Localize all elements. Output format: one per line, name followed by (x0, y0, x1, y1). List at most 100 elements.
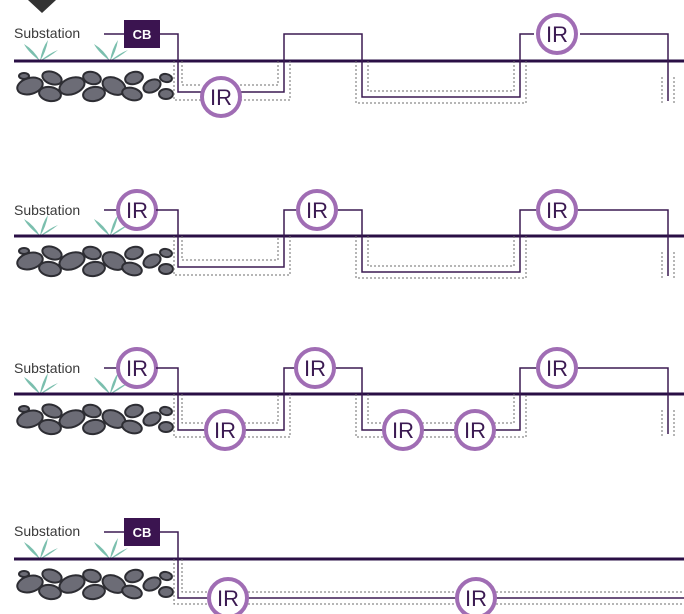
svg-text:IR: IR (464, 418, 486, 443)
grass-icon (94, 215, 128, 236)
cable-sheath (494, 394, 515, 424)
svg-text:IR: IR (217, 586, 239, 611)
panel-2: Substation IR IR IR (14, 189, 684, 279)
svg-text:IR: IR (546, 198, 568, 223)
stone-icon (124, 403, 144, 419)
stone-icon (124, 70, 144, 86)
cable-sheath (367, 394, 384, 424)
panel-3: Substation IR IR IR (14, 347, 684, 451)
grass-icon (94, 40, 128, 61)
stone-icon (121, 584, 143, 600)
stone-icon (18, 570, 30, 578)
stone-icon (82, 85, 106, 103)
cb-device[interactable]: CB (124, 20, 160, 48)
svg-text:IR: IR (546, 356, 568, 381)
cable-sheath (173, 559, 208, 605)
substation-label: Substation (14, 360, 80, 376)
stone-icon (82, 245, 102, 261)
stone-icon (58, 251, 86, 271)
feeder-line (334, 367, 384, 431)
ground-decoration (16, 373, 174, 436)
substation-label: Substation (14, 25, 80, 41)
stone-icon (82, 568, 102, 584)
stone-icon (142, 411, 162, 427)
svg-text:CB: CB (133, 525, 152, 540)
ir-device[interactable]: IR (455, 577, 497, 614)
stone-icon (159, 247, 173, 259)
ground-decoration (16, 538, 174, 601)
stone-icon (58, 574, 86, 594)
stone-icon (41, 245, 63, 261)
svg-text:IR: IR (392, 418, 414, 443)
cable-sheath (367, 61, 515, 92)
stone-icon (159, 72, 173, 84)
svg-text:CB: CB (133, 27, 152, 42)
substation-label: Substation (14, 202, 80, 218)
stone-icon (158, 421, 174, 433)
grass-icon (24, 373, 58, 394)
panel-4: Substation CB IR IR (14, 518, 684, 614)
ir-device[interactable]: IR (536, 189, 578, 231)
stone-icon (159, 405, 173, 417)
stone-icon (38, 85, 62, 103)
ir-device[interactable]: IR (116, 347, 158, 389)
feeder-line (156, 367, 206, 431)
ground-decoration (16, 40, 174, 103)
stone-icon (124, 568, 144, 584)
stone-icon (82, 260, 106, 278)
stone-icon (41, 568, 63, 584)
ir-device[interactable]: IR (116, 189, 158, 231)
cable-sheath (244, 394, 279, 424)
stone-icon (38, 418, 62, 436)
ir-device[interactable]: IR (382, 409, 424, 451)
ir-device[interactable]: IR (536, 347, 578, 389)
grass-icon (24, 215, 58, 236)
panel-1: Substation CB IR IR (14, 13, 684, 118)
stone-icon (159, 570, 173, 582)
svg-text:IR: IR (546, 22, 568, 47)
stone-icon (41, 403, 63, 419)
cable-sheath (173, 236, 291, 276)
stone-icon (158, 88, 174, 100)
stone-icon (18, 247, 30, 255)
svg-text:IR: IR (126, 356, 148, 381)
feeder-line (576, 367, 669, 434)
cable-sheath (367, 236, 515, 267)
stone-icon (82, 403, 102, 419)
feeder-line (160, 531, 208, 599)
ir-device[interactable]: IR (207, 577, 249, 614)
svg-text:IR: IR (306, 198, 328, 223)
feeder-line (580, 33, 669, 101)
stone-icon (142, 253, 162, 269)
cable-sheath (240, 61, 291, 101)
ground-decoration (16, 215, 174, 278)
ir-device[interactable]: IR (294, 347, 336, 389)
ir-device[interactable]: IR (204, 409, 246, 451)
ir-device[interactable]: IR (536, 13, 578, 55)
stone-icon (124, 245, 144, 261)
stone-icon (58, 409, 86, 429)
feeder-line (160, 33, 202, 93)
feeder-line (576, 209, 669, 276)
ir-device[interactable]: IR (200, 76, 242, 118)
svg-text:IR: IR (304, 356, 326, 381)
cable-sheath (355, 394, 384, 438)
grass-icon (94, 373, 128, 394)
stone-icon (142, 576, 162, 592)
stone-icon (38, 583, 62, 601)
grass-icon (24, 40, 58, 61)
svg-text:IR: IR (465, 586, 487, 611)
cable-sheath (240, 61, 279, 86)
feeder-line (156, 209, 298, 268)
cable-sheath (355, 61, 527, 104)
cable-sheath (355, 236, 527, 279)
feeder-line (494, 367, 538, 431)
stone-icon (82, 70, 102, 86)
cable-sheath (181, 559, 208, 593)
ir-device[interactable]: IR (454, 409, 496, 451)
svg-text:IR: IR (214, 418, 236, 443)
ir-device[interactable]: IR (296, 189, 338, 231)
substation-label: Substation (14, 523, 80, 539)
cb-device[interactable]: CB (124, 518, 160, 546)
